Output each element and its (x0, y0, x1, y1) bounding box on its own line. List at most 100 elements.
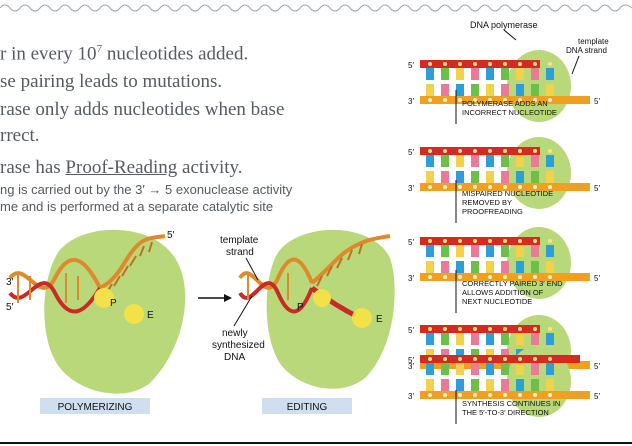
bullet-error-rate: r in every 107 nucleotides added. (0, 43, 249, 65)
label-5prime-right: 5′ (594, 392, 600, 401)
label-5prime: 5′ (408, 238, 414, 247)
e-site-left (124, 304, 144, 324)
base-top (501, 245, 509, 257)
base-bottom (426, 171, 434, 183)
strand-dot (473, 393, 477, 397)
wavy-border (0, 4, 632, 12)
bullet-base-pairing: rase only adds nucleotides when base (0, 99, 285, 121)
strand-dot (458, 275, 462, 279)
p-site-label-left: P (110, 298, 117, 309)
bullet-mispairing: se pairing leads to mutations. (0, 71, 223, 93)
base-top (546, 155, 554, 167)
base-bottom (486, 171, 494, 183)
base-top (471, 333, 479, 345)
strand-dot (518, 98, 522, 102)
strand-dot (458, 149, 462, 153)
sub-catalytic-site: me and is performed at a separate cataly… (0, 199, 274, 215)
strand-dot (428, 185, 432, 189)
strand-dot (518, 393, 522, 397)
label-5prime-left: 5′ (6, 302, 14, 313)
strand-dot (503, 239, 507, 243)
step-caption: SYNTHESIS CONTINUES IN (462, 399, 560, 408)
strand-dot (503, 275, 507, 279)
strand-dot (488, 275, 492, 279)
base-top (426, 245, 434, 257)
strand-dot (428, 149, 432, 153)
strand-dot (473, 149, 477, 153)
base-bottom (546, 261, 554, 273)
strand-dot (488, 393, 492, 397)
strand-dot (473, 275, 477, 279)
strand-dot (533, 185, 537, 189)
strand-dot (518, 357, 522, 361)
strand-dot (503, 62, 507, 66)
strand-dot (443, 357, 447, 361)
base-top (456, 245, 464, 257)
strand-dot (443, 185, 447, 189)
strand-dot (503, 327, 507, 331)
polymerizing-box (40, 398, 150, 414)
strand-dot (488, 327, 492, 331)
polymerizing-label: POLYMERIZING (58, 402, 133, 413)
base-bottom (441, 84, 449, 96)
label-synthesized: synthesized (212, 340, 265, 351)
strand-dot (428, 393, 432, 397)
base-top (426, 333, 434, 345)
base-bottom (516, 379, 524, 391)
strand-dot (548, 239, 552, 243)
strand-dot (488, 357, 492, 361)
base-bottom (426, 84, 434, 96)
strand-dot (533, 239, 537, 243)
strand-dot (518, 185, 522, 189)
strand-dot (548, 393, 552, 397)
template-dna-strand-label: DNA strand (566, 46, 607, 55)
step-caption: REMOVED BY (462, 198, 512, 207)
base-top (516, 363, 524, 375)
strand-dot (548, 327, 552, 331)
base-top (441, 333, 449, 345)
base-bottom (546, 379, 554, 391)
base-top (441, 68, 449, 80)
strand-dot (518, 239, 522, 243)
strand-dot (503, 98, 507, 102)
strand-dot (473, 357, 477, 361)
e-site-label-right: E (376, 314, 383, 325)
base-top (426, 68, 434, 80)
step-caption: CORRECTLY PAIRED 3′ END (462, 279, 563, 288)
strand-dot (488, 239, 492, 243)
polymerase-enzyme-left (44, 229, 186, 394)
strand-dot (518, 275, 522, 279)
label-strand: strand (226, 247, 254, 258)
dna-helix-right (238, 257, 314, 314)
strand-dot (548, 62, 552, 66)
strand-dot (488, 185, 492, 189)
base-bottom (486, 379, 494, 391)
strand-dot (518, 327, 522, 331)
base-top (516, 68, 524, 80)
strand-dot (548, 275, 552, 279)
strand-dot (458, 98, 462, 102)
strand-dot (503, 357, 507, 361)
polymerase-editing-diagram: 5′ 3′ 5′ P E P E template strand newly s… (6, 229, 395, 414)
base-bottom (471, 379, 479, 391)
strand-dot (443, 149, 447, 153)
base-bottom (516, 84, 524, 96)
strand-dot (533, 275, 537, 279)
new-strand (420, 237, 540, 245)
base-bottom (501, 84, 509, 96)
strand-dot (503, 149, 507, 153)
base-bottom (441, 261, 449, 273)
base-top (531, 155, 539, 167)
strand-dot (548, 149, 552, 153)
label-5prime: 5′ (408, 61, 414, 70)
base-top (531, 68, 539, 80)
strand-dot (548, 357, 552, 361)
strand-dot (458, 239, 462, 243)
editing-label: EDITING (287, 402, 328, 413)
proofreading-steps-diagram: DNA polymerase template DNA strand 5′3′5… (408, 20, 609, 424)
template-label: template (578, 37, 609, 46)
base-bottom (441, 171, 449, 183)
step-caption: INCORRECT NUCLEOTIDE (462, 108, 557, 117)
strand-dot (473, 62, 477, 66)
base-bottom (516, 261, 524, 273)
